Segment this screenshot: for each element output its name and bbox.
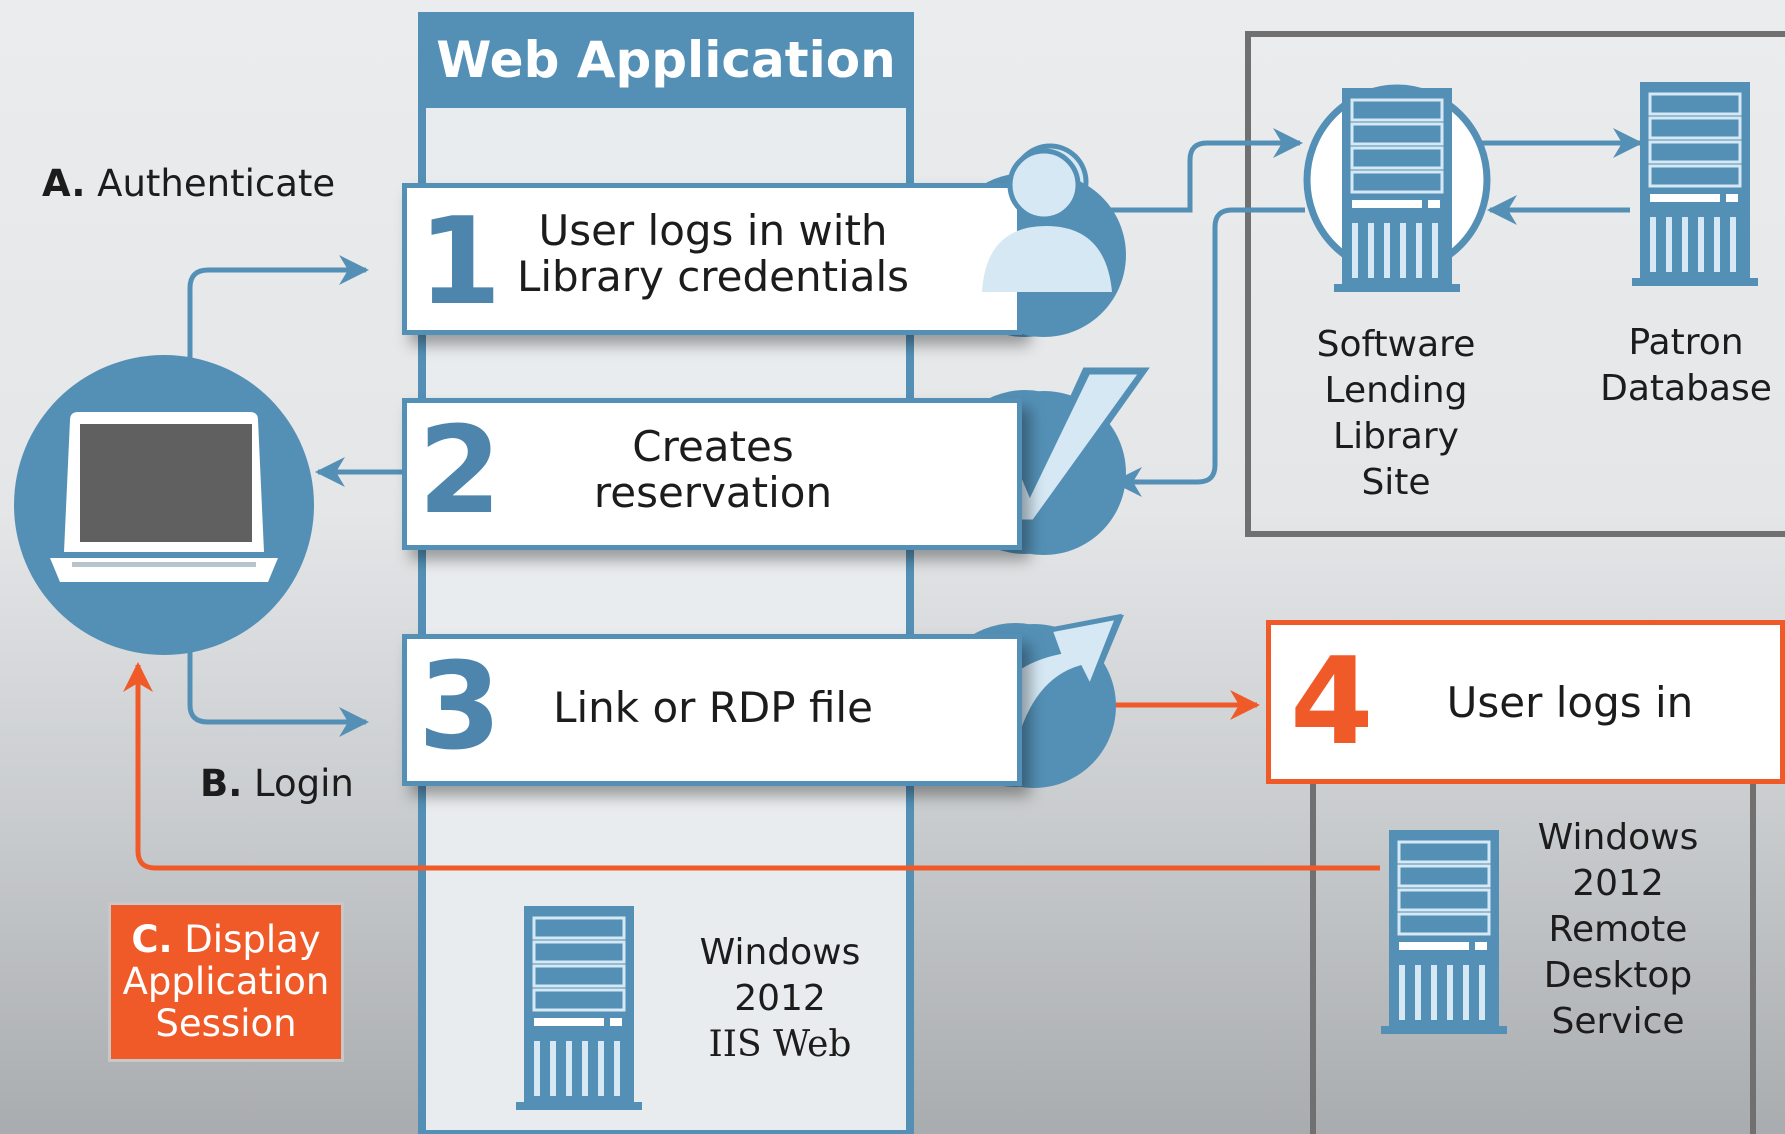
step-1-number: 1: [418, 193, 502, 332]
step-1-text: User logs in with Library credentials: [516, 206, 910, 301]
step-4-box: [1266, 620, 1785, 784]
login-label: B. Login: [200, 762, 354, 805]
iis-server-icon: [514, 904, 644, 1112]
patron-database-label: Patron Database: [1600, 322, 1772, 409]
step-1-box: [402, 183, 1022, 335]
step-2-number: 2: [418, 402, 502, 541]
from-lending-arrow: [1112, 207, 1305, 497]
step-2-box: [402, 398, 1022, 550]
iis-web-label: Windows 2012 IIS Web: [699, 932, 861, 1065]
display-session-box: C. Display Application Session: [108, 902, 344, 1062]
display-session-arrow: [123, 662, 1380, 871]
step-4-number: 4: [1290, 633, 1374, 772]
step-3-number: 3: [418, 638, 502, 777]
lending-server-icon: [1303, 84, 1491, 294]
remote-server-icon: [1379, 828, 1509, 1036]
authenticate-arrow: [187, 255, 369, 360]
step-3-box: [402, 634, 1022, 786]
lending-server-frame: [1245, 31, 1785, 537]
lending-site-label: Software Lending Library Site: [1316, 324, 1476, 503]
login-arrow: [187, 650, 369, 737]
step-2-text: Creates reservation: [593, 422, 833, 517]
web-application-title: Web Application: [436, 31, 896, 89]
laptop-icon: [14, 355, 314, 655]
patron-server-icon: [1630, 80, 1760, 288]
step-3-text: Link or RDP file: [553, 683, 873, 732]
step-4-text: User logs in: [1446, 678, 1694, 727]
to-lending-arrow: [1080, 128, 1303, 213]
authenticate-label: A. Authenticate: [42, 162, 336, 205]
remote-desktop-label: Windows 2012 Remote Desktop Service: [1537, 817, 1699, 1042]
